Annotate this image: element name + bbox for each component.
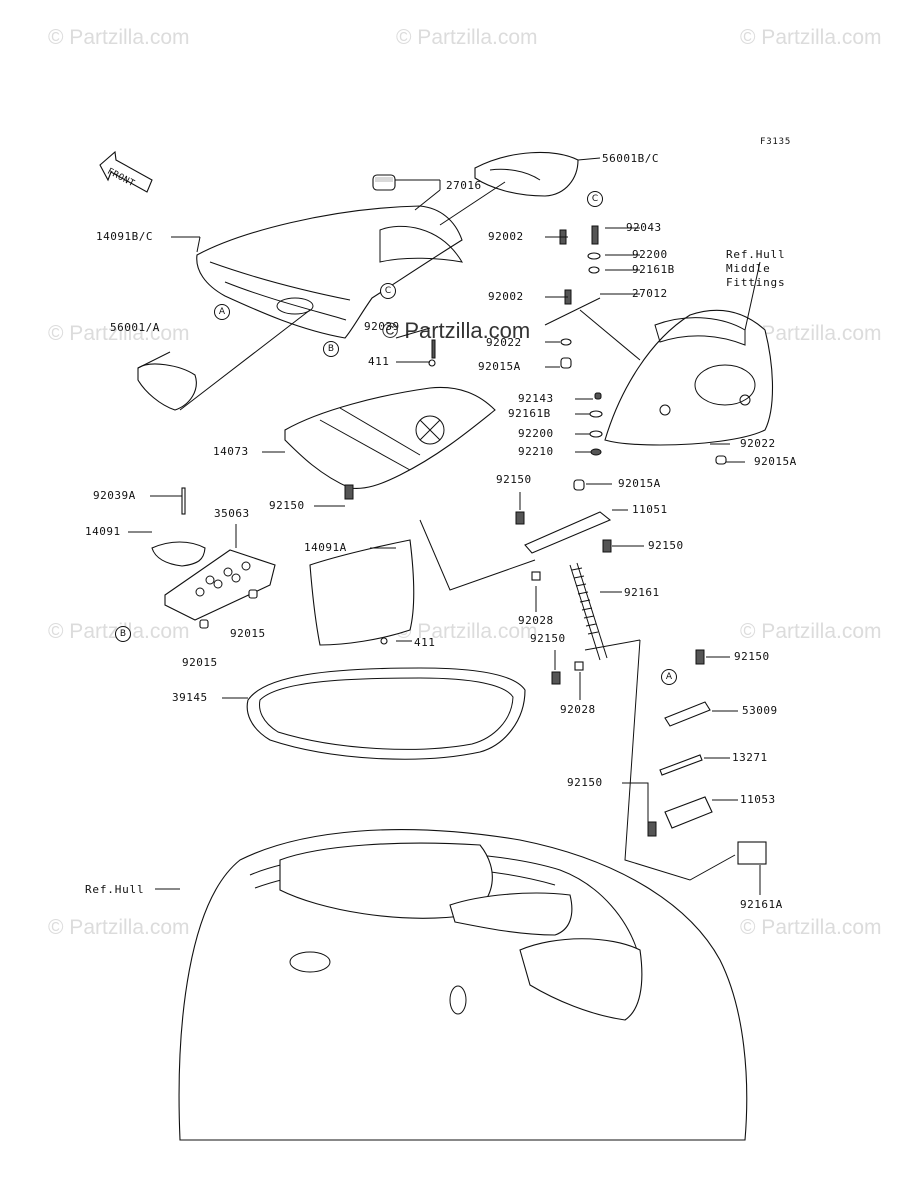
figure-code: F3135	[760, 137, 792, 147]
part-label: 11051	[632, 503, 668, 516]
hull-middle-fittings-part	[604, 309, 773, 446]
ref-marker-a: A	[661, 669, 677, 685]
part-label: 92150	[567, 776, 603, 789]
part-label: 92022	[486, 336, 522, 349]
watermark: © Partzilla.com	[740, 620, 882, 643]
damper-spring-part	[571, 567, 599, 635]
part-label: 53009	[742, 704, 778, 717]
part-label: 92028	[518, 614, 554, 627]
ref-hull-note: Ref.Hull	[85, 883, 145, 896]
watermark: © Partzilla.com	[396, 26, 538, 49]
ref-marker-b: B	[115, 626, 131, 642]
part-label: 92200	[518, 427, 554, 440]
part-label: 92039A	[93, 489, 136, 502]
part-label: 92161B	[508, 407, 551, 420]
part-label: 92161	[624, 586, 660, 599]
watermark: © Partzilla.com	[48, 26, 190, 49]
watermark: © Partzilla.com	[740, 26, 882, 49]
ref-marker-c: C	[380, 283, 396, 299]
part-label: 35063	[214, 507, 250, 520]
part-label: 11053	[740, 793, 776, 806]
part-label: 92161A	[740, 898, 783, 911]
part-label: 411	[368, 355, 390, 368]
part-label: 92150	[648, 539, 684, 552]
side-cover-a-part	[137, 363, 197, 411]
upper-hood-part	[196, 205, 463, 339]
part-label: 92200	[632, 248, 668, 261]
part-label: 27012	[632, 287, 668, 300]
part-label: 92143	[518, 392, 554, 405]
part-label: 92015	[182, 656, 218, 669]
part-label: 92002	[488, 290, 524, 303]
ref-marker-a: A	[214, 304, 230, 320]
part-label: 92015A	[478, 360, 521, 373]
side-cover-part	[474, 151, 579, 197]
ref-marker-b: B	[323, 341, 339, 357]
part-label: 92039	[364, 320, 400, 333]
watermark: © Partzilla.com	[48, 322, 190, 345]
part-label: 14091	[85, 525, 121, 538]
watermark: © Partzilla.com	[740, 916, 882, 939]
part-label: 27016	[446, 179, 482, 192]
part-label: 92150	[269, 499, 305, 512]
watermark-center: © Partzilla.com	[382, 318, 531, 343]
watermark: © Partzilla.com	[396, 620, 538, 643]
part-label: 92015	[230, 627, 266, 640]
part-label: 92015A	[618, 477, 661, 490]
part-label: 411	[414, 636, 436, 649]
watermark: © Partzilla.com	[48, 916, 190, 939]
part-label: 56001B/C	[602, 152, 659, 165]
ref-marker-c: C	[587, 191, 603, 207]
part-label: 92015A	[754, 455, 797, 468]
part-label: 14091A	[304, 541, 347, 554]
part-label: 14073	[213, 445, 249, 458]
part-label: 14091B/C	[96, 230, 153, 243]
part-label: 92210	[518, 445, 554, 458]
hull-part	[178, 829, 748, 1141]
part-label: 92150	[496, 473, 532, 486]
part-label: 56001/A	[110, 321, 160, 334]
part-label: 92161B	[632, 263, 675, 276]
part-label: 92150	[530, 632, 566, 645]
part-label: 13271	[732, 751, 768, 764]
storage-bin-part	[284, 386, 496, 489]
part-label: 92002	[488, 230, 524, 243]
part-label: 92022	[740, 437, 776, 450]
part-label: 92150	[734, 650, 770, 663]
watermark: © Partzilla.com	[740, 322, 882, 345]
front-arrow-icon	[99, 150, 153, 193]
part-label: 92043	[626, 221, 662, 234]
ref-hull-middle-fittings-note: Ref.Hull Middle Fittings	[726, 248, 786, 289]
part-label: 39145	[172, 691, 208, 704]
part-label: 92028	[560, 703, 596, 716]
